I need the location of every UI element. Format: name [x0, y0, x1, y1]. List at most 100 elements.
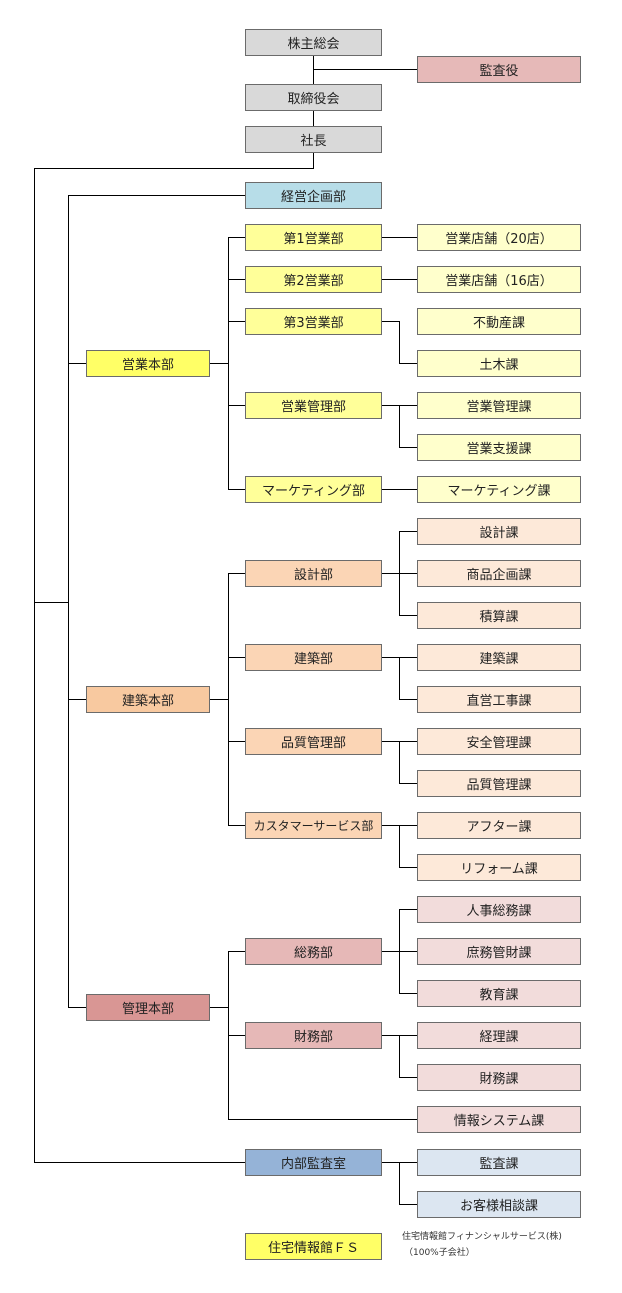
construction-unit-box: 建築課 — [417, 644, 581, 671]
connector — [68, 195, 69, 1008]
connector — [210, 1007, 229, 1008]
connector — [228, 237, 245, 238]
sales-unit-box: 営業店舗（16店） — [417, 266, 581, 293]
connector — [399, 825, 400, 868]
admin-unit-box: 情報システム課 — [417, 1106, 581, 1133]
connector — [399, 1204, 417, 1205]
construction-unit-box: 品質管理課 — [417, 770, 581, 797]
connector — [399, 531, 417, 532]
connector — [34, 1162, 245, 1163]
sales-unit-box: 営業支援課 — [417, 434, 581, 461]
connector — [399, 1077, 417, 1078]
connector — [399, 615, 417, 616]
connector — [228, 489, 245, 490]
connector — [34, 602, 69, 603]
construction-dept-box: 品質管理部 — [245, 728, 382, 755]
connector — [382, 279, 417, 280]
connector — [399, 867, 417, 868]
connector — [313, 55, 314, 85]
construction-unit-box: 積算課 — [417, 602, 581, 629]
construction-dept-box: 建築部 — [245, 644, 382, 671]
connector — [228, 825, 245, 826]
connector — [399, 321, 400, 364]
admin-unit-box: 経理課 — [417, 1022, 581, 1049]
connector — [399, 909, 400, 994]
sales-unit-box: 営業管理課 — [417, 392, 581, 419]
subsidiary-share-note: （100%子会社） — [404, 1248, 475, 1258]
connector — [228, 657, 245, 658]
sales-dept-box: 第1営業部 — [245, 224, 382, 251]
connector — [228, 573, 245, 574]
shareholders-meeting-box: 株主総会 — [245, 29, 382, 56]
connector — [34, 168, 314, 169]
sales-unit-box: 営業店舗（20店） — [417, 224, 581, 251]
sales-dept-box: マーケティング部 — [245, 476, 382, 503]
connector — [399, 447, 417, 448]
sales-dept-box: 第3営業部 — [245, 308, 382, 335]
connector — [399, 909, 417, 910]
connector — [399, 657, 400, 700]
connector — [228, 951, 245, 952]
connector — [210, 363, 229, 364]
admin-unit-box: 庶務管財課 — [417, 938, 581, 965]
sales-hq-box: 営業本部 — [86, 350, 210, 377]
connector — [228, 1035, 245, 1036]
connector — [399, 363, 417, 364]
admin-unit-box: 財務課 — [417, 1064, 581, 1091]
planning-dept-box: 経営企画部 — [245, 182, 382, 209]
connector — [228, 1119, 417, 1120]
construction-unit-box: アフター課 — [417, 812, 581, 839]
connector — [34, 168, 35, 1163]
admin-dept-box: 財務部 — [245, 1022, 382, 1049]
construction-unit-box: 設計課 — [417, 518, 581, 545]
connector — [382, 321, 400, 322]
construction-unit-box: リフォーム課 — [417, 854, 581, 881]
connector — [228, 573, 229, 826]
subsidiary-box: 住宅情報館ＦＳ — [245, 1233, 382, 1260]
sales-unit-box: 不動産課 — [417, 308, 581, 335]
connector — [228, 321, 245, 322]
board-box: 取締役会 — [245, 84, 382, 111]
construction-dept-box: カスタマーサービス部 — [245, 812, 382, 839]
subsidiary-note: 住宅情報館フィナンシャルサービス(株) — [402, 1232, 562, 1242]
admin-dept-box: 総務部 — [245, 938, 382, 965]
connector — [382, 237, 417, 238]
connector — [399, 783, 417, 784]
connector — [228, 237, 229, 490]
construction-unit-box: 安全管理課 — [417, 728, 581, 755]
connector — [399, 741, 400, 784]
connector — [313, 69, 417, 70]
connector — [382, 489, 417, 490]
auditor-box: 監査役 — [417, 56, 581, 83]
construction-dept-box: 設計部 — [245, 560, 382, 587]
connector — [399, 1162, 400, 1205]
sales-dept-box: 営業管理部 — [245, 392, 382, 419]
admin-unit-box: 人事総務課 — [417, 896, 581, 923]
admin-hq-box: 管理本部 — [86, 994, 210, 1021]
sales-unit-box: マーケティング課 — [417, 476, 581, 503]
connector — [399, 1035, 400, 1078]
connector — [313, 153, 314, 169]
connector — [68, 1007, 86, 1008]
connector — [399, 531, 400, 616]
internal-audit-box: 内部監査室 — [245, 1149, 382, 1176]
connector — [68, 699, 86, 700]
connector — [399, 993, 417, 994]
sales-unit-box: 土木課 — [417, 350, 581, 377]
connector — [210, 699, 229, 700]
construction-unit-box: 直営工事課 — [417, 686, 581, 713]
connector — [313, 111, 314, 127]
admin-unit-box: 教育課 — [417, 980, 581, 1007]
construction-hq-box: 建築本部 — [86, 686, 210, 713]
audit-unit-box: お客様相談課 — [417, 1191, 581, 1218]
audit-unit-box: 監査課 — [417, 1149, 581, 1176]
sales-dept-box: 第2営業部 — [245, 266, 382, 293]
connector — [68, 195, 245, 196]
connector — [68, 363, 86, 364]
connector — [228, 279, 245, 280]
connector — [399, 699, 417, 700]
connector — [228, 405, 245, 406]
construction-unit-box: 商品企画課 — [417, 560, 581, 587]
connector — [399, 405, 400, 448]
